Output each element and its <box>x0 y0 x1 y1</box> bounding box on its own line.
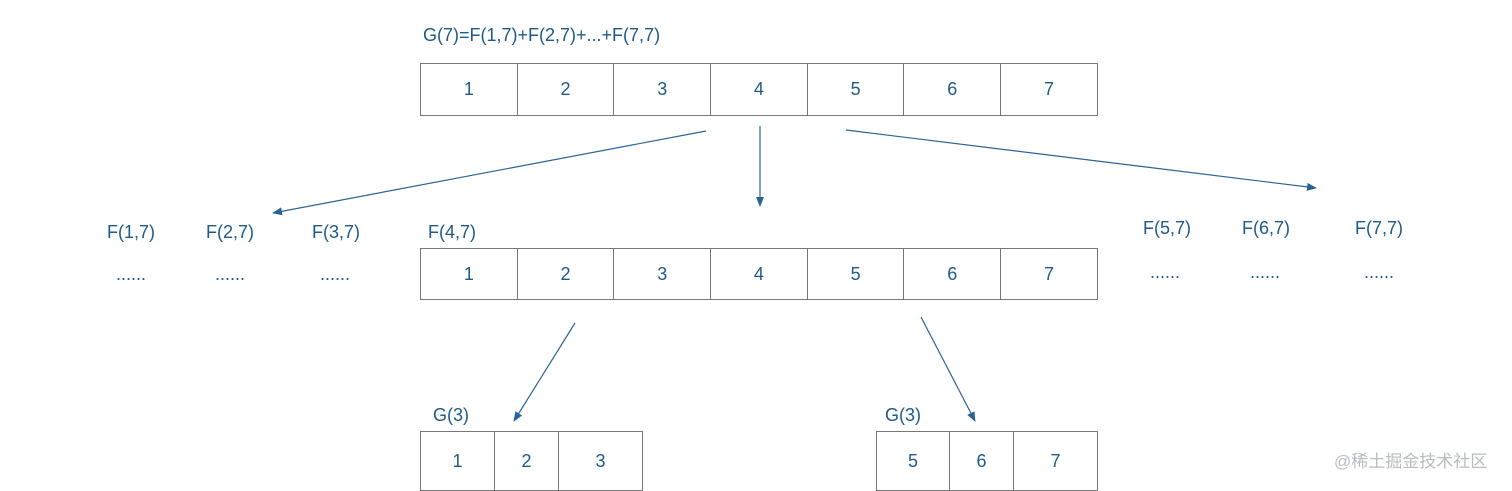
top-label: G(7)=F(1,7)+F(2,7)+...+F(7,7) <box>423 25 661 45</box>
middle-label: F(4,7) <box>428 222 477 242</box>
side-dots-f3: ...... <box>320 264 351 284</box>
middle-cell: 7 <box>1001 249 1098 299</box>
top-cell: 7 <box>1001 64 1098 115</box>
middle-cell: 3 <box>614 249 712 299</box>
top-cell: 4 <box>711 64 808 115</box>
arrow-bottom-right <box>920 316 976 422</box>
bottom-right-label: G(3) <box>885 405 921 425</box>
side-dots-f6: ...... <box>1250 262 1281 282</box>
bottom-left-cell: 2 <box>495 432 559 490</box>
top-cell: 3 <box>614 64 712 115</box>
bottom-right-cell: 6 <box>950 432 1014 490</box>
middle-cell: 5 <box>808 249 905 299</box>
arrow-right <box>845 129 1317 191</box>
arrow-left <box>272 130 707 216</box>
side-label-f3: F(3,7) <box>312 222 361 242</box>
side-dots-f1: ...... <box>116 264 147 284</box>
bottom-left-cell: 1 <box>421 432 495 490</box>
side-dots-f5: ...... <box>1150 262 1181 282</box>
middle-cell: 6 <box>904 249 1002 299</box>
side-label-f2: F(2,7) <box>206 222 255 242</box>
middle-cell: 2 <box>518 249 615 299</box>
watermark: @稀土掘金技术社区 <box>1334 452 1488 471</box>
top-cell: 6 <box>904 64 1002 115</box>
bottom-left-label: G(3) <box>433 405 469 425</box>
top-cell: 1 <box>421 64 518 115</box>
side-label-f1: F(1,7) <box>107 222 156 242</box>
bottom-left-cell: 3 <box>559 432 643 490</box>
side-dots-f2: ...... <box>215 264 246 284</box>
middle-cell: 1 <box>421 249 518 299</box>
top-array: 1 2 3 4 5 6 7 <box>420 63 1098 116</box>
side-label-f7: F(7,7) <box>1355 218 1404 238</box>
side-dots-f7: ...... <box>1364 262 1395 282</box>
top-cell: 2 <box>518 64 615 115</box>
top-cell: 5 <box>808 64 905 115</box>
middle-array: 1 2 3 4 5 6 7 <box>420 248 1098 300</box>
arrow-bottom-left <box>513 322 576 422</box>
side-label-f6: F(6,7) <box>1242 218 1291 238</box>
side-label-f5: F(5,7) <box>1143 218 1192 238</box>
bottom-right-cell: 7 <box>1014 432 1098 490</box>
bottom-right-cell: 5 <box>877 432 950 490</box>
middle-cell: 4 <box>711 249 808 299</box>
